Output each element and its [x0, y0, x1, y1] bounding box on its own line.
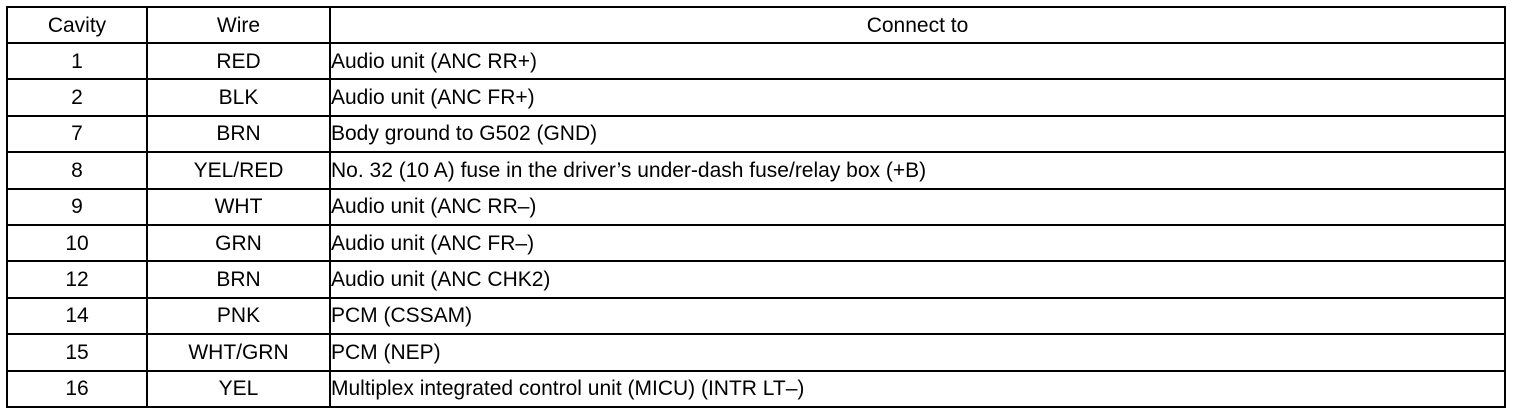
table-row: 8 YEL/RED No. 32 (10 A) fuse in the driv… — [6, 151, 1506, 190]
wire-cell: YEL/RED — [146, 151, 331, 190]
header-connect-to: Connect to — [329, 6, 1506, 44]
connect-to-cell: Audio unit (ANC FR–) — [329, 223, 1506, 263]
wire-cell: WHT — [146, 187, 331, 226]
wire-cell: RED — [146, 41, 331, 81]
header-cavity: Cavity — [6, 6, 148, 44]
cavity-cell: 10 — [6, 223, 148, 263]
table-row: 16 YEL Multiplex integrated control unit… — [6, 369, 1506, 409]
table-row: 9 WHT Audio unit (ANC RR–) — [6, 187, 1506, 226]
wire-cell: GRN — [146, 223, 331, 263]
wire-cell: WHT/GRN — [146, 333, 331, 372]
wire-cell: BLK — [146, 78, 331, 117]
wire-cell: PNK — [146, 296, 331, 336]
connect-to-cell: Audio unit (ANC FR+) — [329, 78, 1506, 117]
header-wire: Wire — [146, 6, 331, 44]
cavity-cell: 9 — [6, 187, 148, 226]
cavity-cell: 8 — [6, 151, 148, 190]
table-row: 12 BRN Audio unit (ANC CHK2) — [6, 260, 1506, 299]
table-header-row: Cavity Wire Connect to — [6, 6, 1506, 44]
connect-to-cell: PCM (CSSAM) — [329, 296, 1506, 336]
table-row: 10 GRN Audio unit (ANC FR–) — [6, 223, 1506, 263]
cavity-wire-table: Cavity Wire Connect to 1 RED Audio unit … — [6, 6, 1506, 409]
cavity-cell: 15 — [6, 333, 148, 372]
table-row: 14 PNK PCM (CSSAM) — [6, 296, 1506, 336]
table-row: 7 BRN Body ground to G502 (GND) — [6, 114, 1506, 154]
connect-to-cell: Audio unit (ANC CHK2) — [329, 260, 1506, 299]
connect-to-cell: No. 32 (10 A) fuse in the driver’s under… — [329, 151, 1506, 190]
wire-cell: BRN — [146, 260, 331, 299]
table-row: 1 RED Audio unit (ANC RR+) — [6, 41, 1506, 81]
cavity-cell: 7 — [6, 114, 148, 154]
wire-cell: BRN — [146, 114, 331, 154]
table-row: 15 WHT/GRN PCM (NEP) — [6, 333, 1506, 372]
cavity-cell: 12 — [6, 260, 148, 299]
cavity-cell: 2 — [6, 78, 148, 117]
cavity-cell: 14 — [6, 296, 148, 336]
connect-to-cell: Multiplex integrated control unit (MICU)… — [329, 369, 1506, 409]
connect-to-cell: Audio unit (ANC RR+) — [329, 41, 1506, 81]
cavity-cell: 1 — [6, 41, 148, 81]
wire-cell: YEL — [146, 369, 331, 409]
table-row: 2 BLK Audio unit (ANC FR+) — [6, 78, 1506, 117]
connect-to-cell: Body ground to G502 (GND) — [329, 114, 1506, 154]
cavity-cell: 16 — [6, 369, 148, 409]
connect-to-cell: PCM (NEP) — [329, 333, 1506, 372]
connect-to-cell: Audio unit (ANC RR–) — [329, 187, 1506, 226]
